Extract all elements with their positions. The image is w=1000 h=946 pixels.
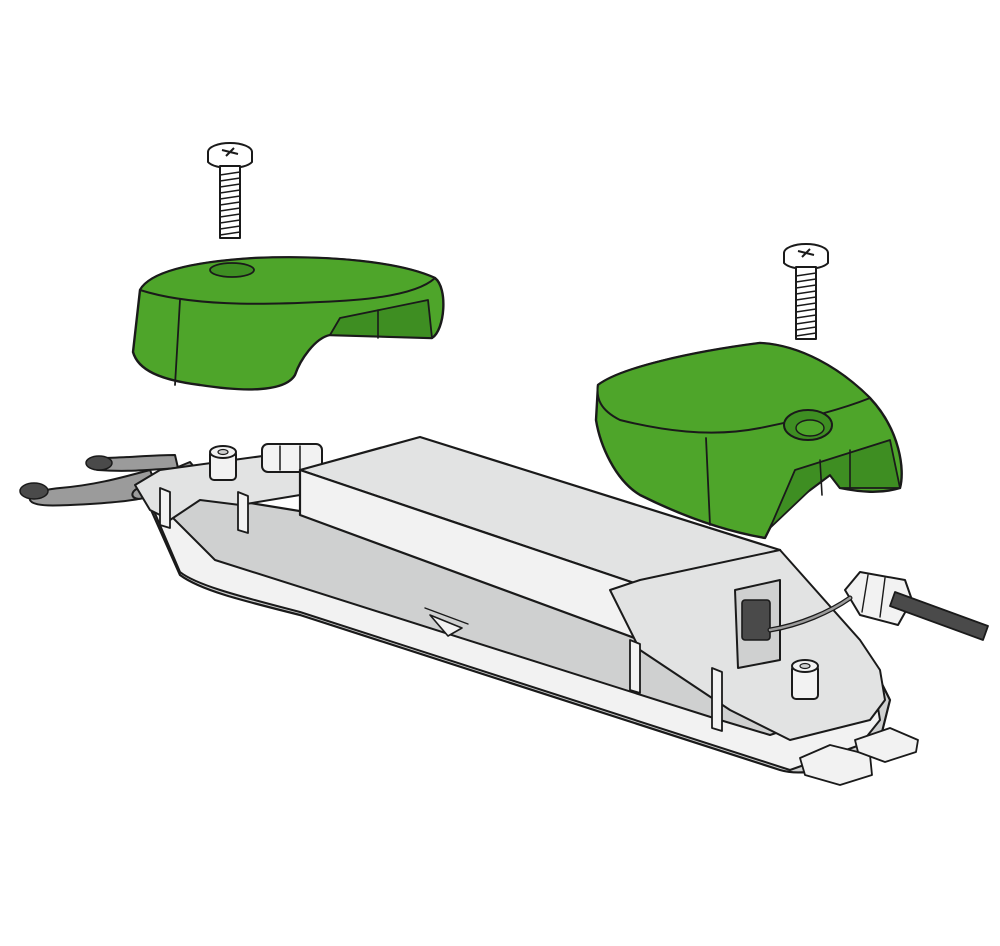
- screw-thread: [795, 296, 817, 301]
- output-cable-right: [767, 571, 989, 641]
- phillips-cross-icon: [797, 248, 815, 258]
- cover-inner-opening: [769, 439, 901, 529]
- screw-thread: [219, 231, 241, 236]
- strain-relief-rib: [861, 574, 869, 613]
- screw-boss-hole: [217, 448, 229, 456]
- wire-tip-icon: [19, 482, 49, 500]
- screw-thread: [795, 290, 817, 295]
- cover-crease: [174, 299, 181, 386]
- latch-tab: [629, 639, 641, 694]
- cover-screw-hole-inner: [795, 419, 825, 437]
- screw-left: [207, 142, 253, 239]
- screw-thread: [219, 171, 241, 176]
- phillips-cross-icon: [221, 147, 239, 157]
- wire-tip-icon: [85, 455, 113, 471]
- screw-threads: [795, 272, 817, 337]
- screw-thread: [219, 201, 241, 206]
- screw-thread: [219, 219, 241, 224]
- screw-thread: [795, 308, 817, 313]
- screw-thread: [795, 272, 817, 277]
- cover-screw-hole-icon: [209, 262, 255, 278]
- alignment-line: [424, 607, 469, 625]
- latch-tab: [711, 667, 723, 732]
- cover-crease: [705, 437, 711, 526]
- latch-tab: [237, 491, 249, 534]
- screw-threads: [219, 171, 241, 236]
- cable-clamp: [261, 443, 323, 473]
- screw-thread: [219, 225, 241, 230]
- cover-rib: [819, 459, 823, 496]
- end-cap-cover-right: [594, 341, 903, 540]
- screw-thread: [795, 326, 817, 331]
- connector-socket-icon: [741, 599, 771, 641]
- cover-inner-opening: [329, 299, 433, 339]
- screw-thread: [795, 278, 817, 283]
- strain-relief-rib: [879, 577, 886, 618]
- screw-thread: [219, 189, 241, 194]
- cable-sheath: [28, 469, 161, 507]
- screw-thread: [795, 284, 817, 289]
- driver-housing: [134, 435, 919, 786]
- end-cap-cover-left: [131, 256, 445, 391]
- screw-thread: [219, 183, 241, 188]
- alignment-arrow-icon: [429, 614, 463, 637]
- flat-cable: [889, 591, 989, 641]
- screw-thread: [795, 332, 817, 337]
- screw-boss-hole: [799, 662, 811, 670]
- mounting-clip: [854, 727, 919, 763]
- screw-thread: [795, 314, 817, 319]
- screw-thread: [219, 207, 241, 212]
- screw-thread: [795, 302, 817, 307]
- mounting-clip: [799, 744, 873, 786]
- connector-wire-core: [768, 596, 852, 632]
- screw-thread: [219, 195, 241, 200]
- screw-right: [783, 243, 829, 340]
- screw-thread: [219, 177, 241, 182]
- screw-thread: [795, 320, 817, 325]
- latch-tab: [159, 487, 171, 529]
- screw-thread: [219, 213, 241, 218]
